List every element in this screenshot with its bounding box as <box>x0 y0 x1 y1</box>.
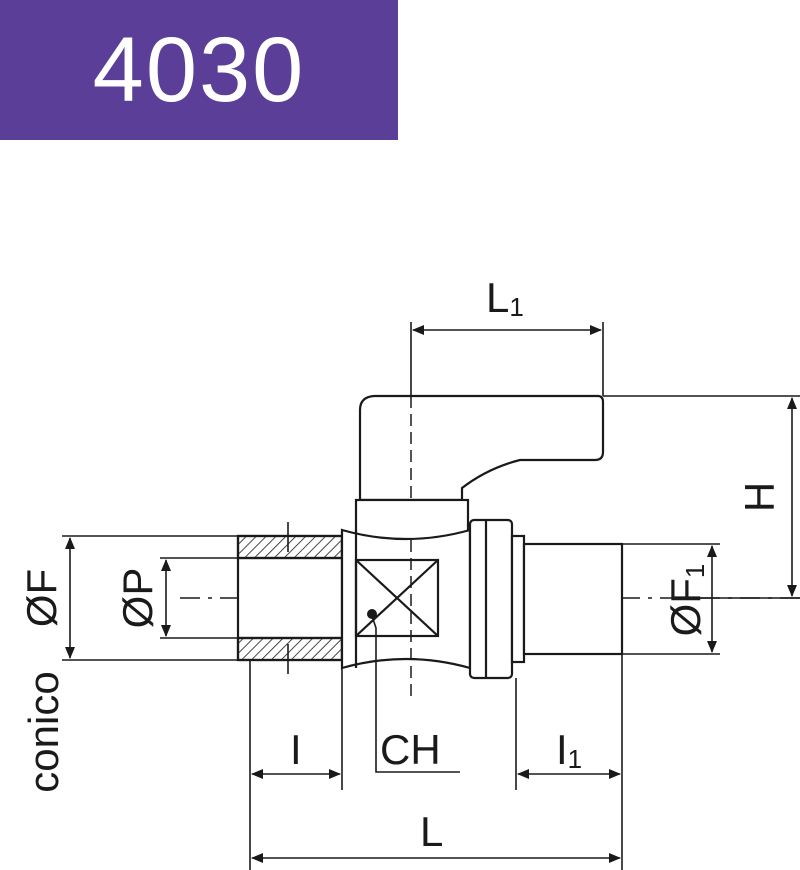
body-cross-box <box>354 558 440 638</box>
label-H: H <box>736 482 783 512</box>
model-badge: 4030 <box>0 0 398 140</box>
right-nut <box>468 518 514 680</box>
label-I: I <box>290 726 302 773</box>
socket-thread-top <box>236 534 344 560</box>
label-P: ØP <box>114 568 161 629</box>
label-I1: I1 <box>556 726 582 774</box>
male-thread <box>522 542 624 656</box>
label-L: L <box>420 808 443 855</box>
label-L1: L1 <box>486 274 524 322</box>
ch-leader-dot <box>367 609 377 619</box>
hex-body <box>340 528 472 670</box>
valve-handle <box>358 394 605 502</box>
label-CH: CH <box>380 726 441 773</box>
model-number: 4030 <box>92 18 306 121</box>
label-F1: ØF1 <box>662 564 710 637</box>
socket-thread-bottom <box>236 636 344 662</box>
ch-leader <box>369 609 460 773</box>
label-F: ØF <box>18 569 65 627</box>
label-conico: conico <box>20 671 67 792</box>
